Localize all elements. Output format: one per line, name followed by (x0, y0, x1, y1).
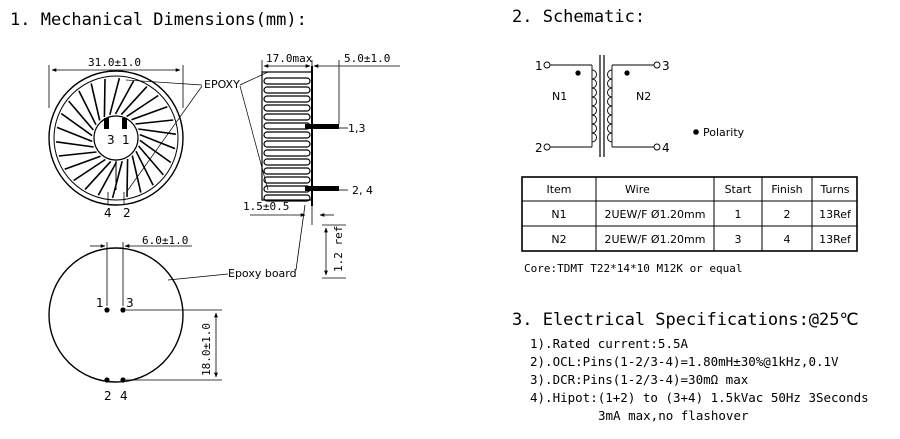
top-pin-3: 3 (107, 133, 115, 147)
spec-line-4: 4).Hipot:(1+2) to (3+4) 1.5kVac 50Hz 3Se… (530, 390, 869, 405)
row-pitch-label: 18.0±1.0 (200, 323, 213, 376)
table-row-n1-turns: 13Ref (819, 208, 852, 221)
spec-line-2: 2).OCL:Pins(1-2/3-4)=1.80mH±30%@1kHz,0.1… (530, 354, 839, 369)
bottom-pin-3: 3 (126, 296, 134, 310)
transformer-schematic (543, 55, 661, 157)
top-pin-1: 1 (122, 133, 130, 147)
schematic-n2: N2 (636, 90, 651, 103)
diameter-label: 31.0±1.0 (88, 56, 141, 69)
table-row-n1-wire: 2UEW/F Ø1.20mm (605, 208, 706, 221)
height-max-label: 17.0max (266, 52, 313, 65)
table-row-n2-finish: 4 (784, 233, 791, 246)
table-row-n1-start: 1 (735, 208, 742, 221)
schematic-n1: N1 (552, 90, 567, 103)
table-row-n1-item: N1 (551, 208, 566, 221)
bottom-dimensions (90, 242, 229, 381)
polarity-label: Polarity (703, 126, 745, 139)
electrical-title: 3. Electrical Specifications:@25℃ (512, 310, 859, 330)
diameter-dimension (48, 65, 184, 108)
schematic-pin-1: 1 (535, 59, 543, 73)
table-row-n2-start: 3 (735, 233, 742, 246)
table-row-n2-turns: 13Ref (819, 233, 852, 246)
bottom-pin-2: 2 (104, 389, 112, 403)
schematic-pin-4: 4 (662, 141, 670, 155)
table-header-wire: Wire (625, 183, 650, 196)
side-dimensions (250, 60, 400, 279)
bottom-pin-4: 4 (120, 389, 128, 403)
lead-offset-label: 5.0±1.0 (344, 52, 390, 65)
table-row-n2-wire: 2UEW/F Ø1.20mm (605, 233, 706, 246)
schematic-pin-3: 3 (662, 59, 670, 73)
epoxy-label: EPOXY (204, 78, 240, 91)
winding-table (521, 176, 858, 252)
ref-length-label: 1.2 ref (332, 226, 345, 272)
pins-13-label: 1,3 (348, 122, 366, 135)
spec-line-1: 1).Rated current:5.5A (530, 336, 689, 351)
spec-line-3: 3).DCR:Pins(1-2/3-4)=30mΩ max (530, 372, 749, 387)
table-row-n1-finish: 2 (784, 208, 791, 221)
table-row-n2-item: N2 (551, 233, 566, 246)
polarity-dot (693, 129, 699, 135)
toroid-side-view (261, 66, 339, 206)
lead-gap-label: 1.5±0.5 (243, 200, 289, 213)
table-header-item: Item (546, 183, 571, 196)
schematic-title: 2. Schematic: (512, 7, 645, 27)
top-pin-4: 4 (104, 206, 112, 220)
pin-pitch-label: 6.0±1.0 (142, 234, 188, 247)
mechanical-title: 1. Mechanical Dimensions(mm): (10, 10, 307, 30)
schematic-pin-2: 2 (535, 141, 543, 155)
bottom-pin-1: 1 (96, 296, 104, 310)
top-pin-2: 2 (123, 206, 131, 220)
toroid-top-view (48, 70, 184, 206)
core-note: Core:TDMT T22*14*10 M12K or equal (524, 262, 743, 275)
toroid-bottom-view (48, 247, 184, 383)
pins-24-label: 2, 4 (352, 184, 373, 197)
table-header-start: Start (725, 183, 753, 196)
epoxy-board-label: Epoxy board (228, 267, 297, 280)
spec-line-5: 3mA max,no flashover (598, 408, 749, 423)
table-header-finish: Finish (771, 183, 802, 196)
table-header-turns: Turns (819, 183, 849, 196)
